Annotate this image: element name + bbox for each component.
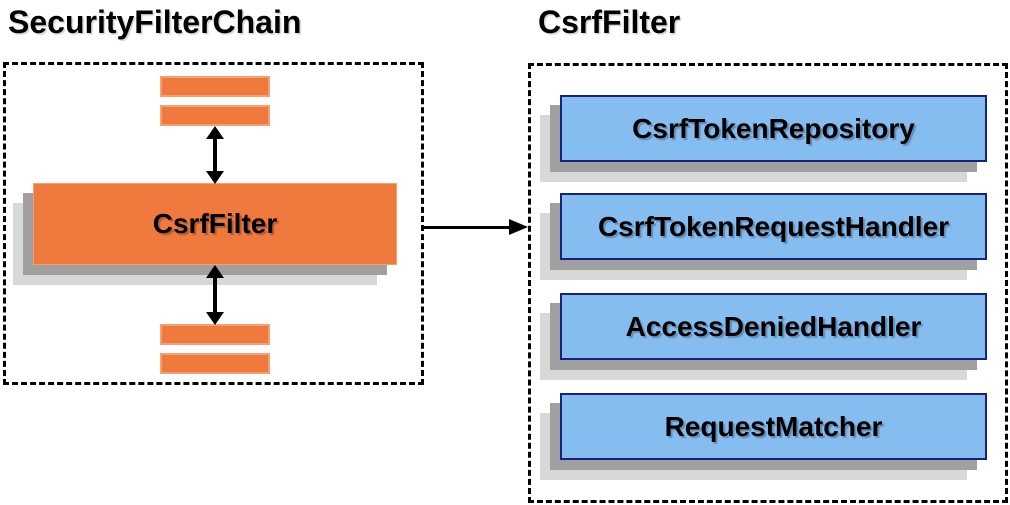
- component-label: CsrfTokenRepository: [560, 95, 987, 162]
- filter-placeholder-bar-icon: [160, 353, 270, 374]
- component-node-request-matcher: RequestMatcher: [540, 393, 987, 480]
- arrow-line: [213, 137, 217, 173]
- component-node-access-denied-handler: AccessDeniedHandler: [540, 293, 987, 380]
- component-node-csrf-token-request-handler: CsrfTokenRequestHandler: [540, 193, 987, 280]
- component-label: RequestMatcher: [560, 393, 987, 460]
- component-label: CsrfTokenRequestHandler: [560, 193, 987, 260]
- arrow-line: [213, 276, 217, 314]
- filter-placeholder-bar-icon: [160, 324, 270, 345]
- csrf-filter-node-label: CsrfFilter: [33, 183, 397, 265]
- right-panel-title: CsrfFilter: [538, 4, 681, 40]
- arrowhead-up-icon: [206, 126, 224, 139]
- filter-placeholder-bar-icon: [160, 105, 270, 126]
- double-arrow-icon: [206, 265, 224, 325]
- component-node-csrf-token-repository: CsrfTokenRepository: [540, 95, 987, 182]
- arrowhead-down-icon: [206, 312, 224, 325]
- arrowhead-right-icon: [509, 219, 528, 235]
- filter-placeholder-bar-icon: [160, 76, 270, 97]
- csrf-filter-panel: [528, 63, 1008, 503]
- arrow-line: [422, 226, 512, 229]
- arrowhead-up-icon: [206, 265, 224, 278]
- double-arrow-icon: [206, 126, 224, 184]
- left-panel-title: SecurityFilterChain: [8, 4, 302, 40]
- security-filter-chain-panel: [3, 62, 424, 385]
- arrowhead-down-icon: [206, 171, 224, 184]
- component-label: AccessDeniedHandler: [560, 293, 987, 360]
- flow-arrow-icon: [422, 219, 528, 235]
- csrf-filter-node: CsrfFilter: [13, 183, 397, 285]
